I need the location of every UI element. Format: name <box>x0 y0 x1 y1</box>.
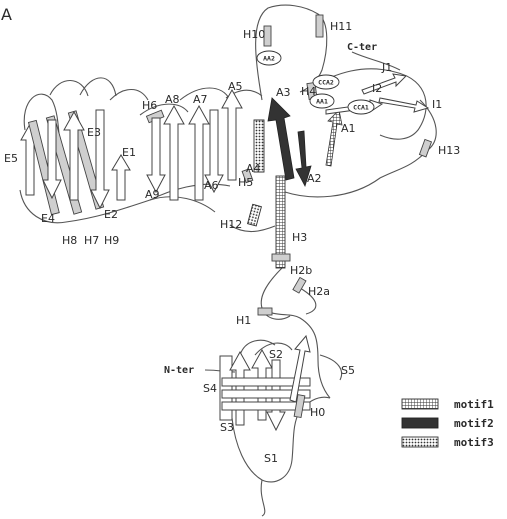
label-H12: H12 <box>220 218 242 231</box>
label-H2b: H2b <box>290 264 312 277</box>
label-E2: E2 <box>104 208 118 221</box>
label-A6: A6 <box>204 179 219 192</box>
label-A5: A5 <box>228 80 243 93</box>
element-labels: H11 H10 H6 H4 H13 H5 H12 H3 H2b H2a H1 H… <box>4 20 460 465</box>
strand-A8 <box>163 104 185 201</box>
strand-A6 <box>204 109 224 194</box>
strand-A4 <box>253 119 265 173</box>
helix-H0 <box>293 394 306 419</box>
label-H9: H9 <box>104 234 119 247</box>
middle-sheet <box>145 88 243 201</box>
strand-A7 <box>188 104 210 201</box>
svg-text:motif1: motif1 <box>454 398 494 411</box>
svg-text:motif2: motif2 <box>454 417 494 430</box>
label-H3: H3 <box>292 231 307 244</box>
label-S5: S5 <box>341 364 355 377</box>
legend-item-motif2: motif2 <box>401 417 494 430</box>
strand-A9 <box>146 117 166 194</box>
label-H10: H10 <box>243 28 265 41</box>
label-I1: I1 <box>432 98 442 111</box>
left-sheet <box>20 109 131 216</box>
helix-H3 <box>275 175 286 269</box>
bottom-sheet <box>219 307 311 432</box>
sheet-bar-3 <box>221 401 311 411</box>
svg-text:motif3: motif3 <box>454 436 494 449</box>
label-A9: A9 <box>145 188 160 201</box>
label-H8: H8 <box>62 234 77 247</box>
label-E1: E1 <box>122 146 136 159</box>
core-motifs <box>241 97 343 294</box>
label-H7: H7 <box>84 234 99 247</box>
strand-A3 <box>267 97 295 181</box>
panel-label: A <box>1 5 12 24</box>
helix-H13 <box>418 138 433 158</box>
strand-E2 <box>90 109 110 210</box>
legend-item-motif3: motif3 <box>401 436 494 449</box>
svg-text:AA1: AA1 <box>316 98 328 106</box>
helix-H2b <box>271 253 291 262</box>
label-S1: S1 <box>264 452 278 465</box>
oval-aa1: AA1 <box>309 93 335 109</box>
label-H11: H11 <box>330 20 352 33</box>
label-E5: E5 <box>4 152 18 165</box>
label-H6: H6 <box>142 99 157 112</box>
label-H5: H5 <box>238 176 253 189</box>
label-H2a: H2a <box>308 285 330 298</box>
label-H4: H4 <box>301 85 316 98</box>
helix-H12 <box>246 203 262 227</box>
label-A3: A3 <box>276 86 291 99</box>
oval-aa2: AA2 <box>256 50 282 66</box>
label-A4: A4 <box>246 162 261 175</box>
helix-H5 <box>241 168 254 184</box>
label-S3: S3 <box>220 421 234 434</box>
helix-H1 <box>257 307 273 316</box>
strand-J1 <box>361 73 408 95</box>
label-A1: A1 <box>341 122 356 135</box>
label-E3: E3 <box>87 126 101 139</box>
n-terminus-label: N-ter <box>164 365 194 376</box>
label-S4: S4 <box>203 382 217 395</box>
label-A8: A8 <box>165 93 180 106</box>
label-H0: H0 <box>310 406 325 419</box>
loop-backbone <box>19 4 437 517</box>
label-H1: H1 <box>236 314 251 327</box>
label-S2: S2 <box>269 348 283 361</box>
strand-E3 <box>63 110 85 201</box>
label-I2: I2 <box>372 82 382 95</box>
label-H13: H13 <box>438 144 460 157</box>
legend-item-motif1: motif1 <box>401 398 494 411</box>
strand-E4 <box>42 119 62 200</box>
svg-text:CCA2: CCA2 <box>318 79 334 87</box>
label-E4: E4 <box>41 212 55 225</box>
legend: motif1 motif2 motif3 <box>401 398 494 449</box>
helix-H11 <box>315 14 324 38</box>
label-A7: A7 <box>193 93 208 106</box>
helix-H10 <box>263 25 272 47</box>
strand-A2 <box>295 130 312 188</box>
label-A2: A2 <box>307 172 322 185</box>
strand-S3 <box>229 350 251 426</box>
strand-E1 <box>111 154 131 201</box>
strand-A1 <box>325 109 343 167</box>
c-terminus-label: C-ter <box>347 42 377 53</box>
svg-text:AA2: AA2 <box>263 55 275 63</box>
oval-cca2: CCA2 <box>312 74 340 90</box>
strand-A5 <box>221 88 243 181</box>
sheet-bar-1 <box>221 377 311 387</box>
svg-text:CCA1: CCA1 <box>353 104 369 112</box>
strand-S5 <box>289 334 311 403</box>
sheet-bar-2 <box>221 389 311 399</box>
label-J1: J1 <box>381 61 392 74</box>
oval-cca1: CCA1 <box>347 99 375 115</box>
helix-H2a <box>292 276 307 294</box>
strand-I1 <box>378 97 430 113</box>
